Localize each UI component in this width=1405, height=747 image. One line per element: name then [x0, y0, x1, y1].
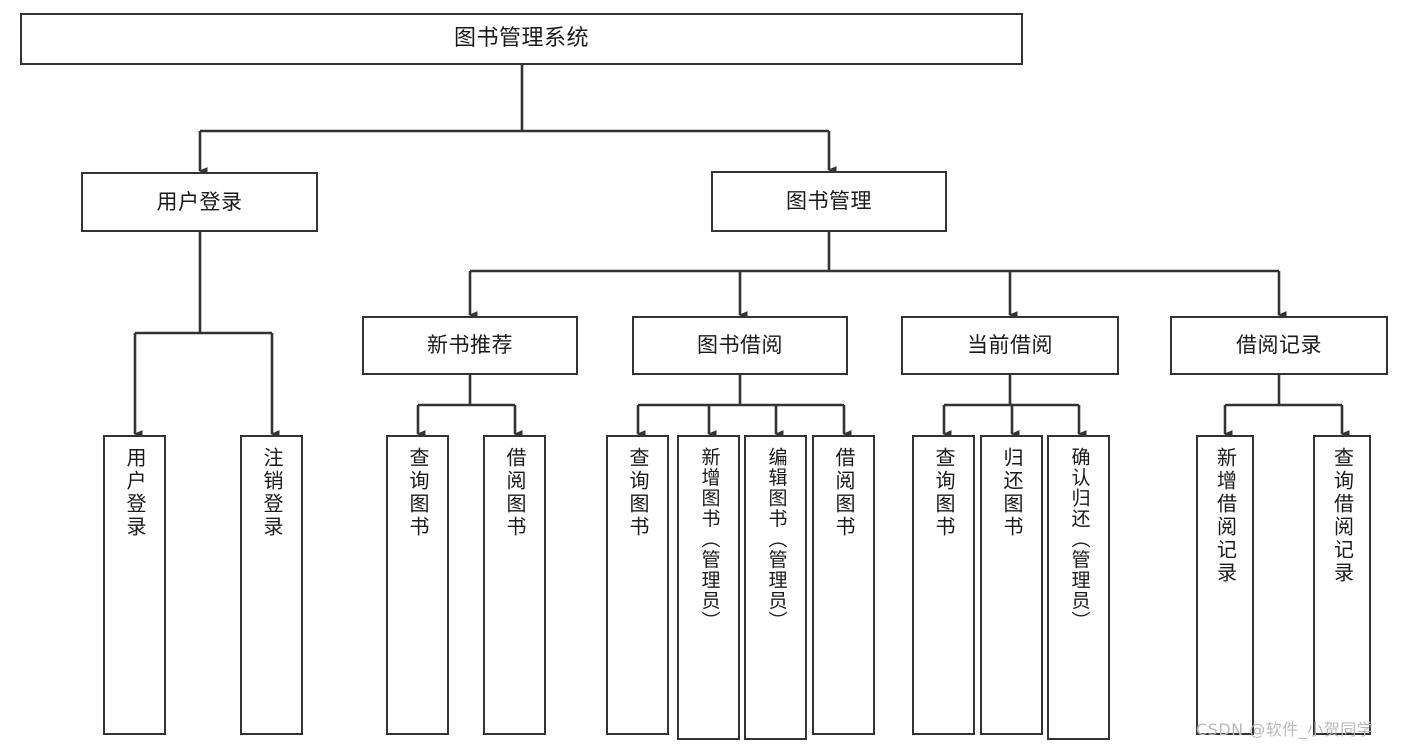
node-leaf5[interactable]: 查询图书	[606, 435, 669, 735]
node-label: 新增图书（管理员）	[698, 447, 721, 632]
node-label: 归还图书	[1000, 447, 1024, 539]
node-label: 查询图书	[932, 447, 956, 539]
node-borrow[interactable]: 图书借阅	[632, 316, 848, 375]
node-leaf11[interactable]: 确认归还（管理员）	[1047, 435, 1110, 740]
node-current[interactable]: 当前借阅	[901, 316, 1119, 375]
node-leaf7[interactable]: 编辑图书（管理员）	[744, 435, 807, 740]
edge-paths	[133, 65, 1350, 438]
node-label: 借阅记录	[1236, 333, 1322, 358]
watermark-label: CSDN @软件_小贺同学	[1196, 720, 1374, 739]
node-label: 用户登录	[156, 189, 243, 214]
node-label: 图书管理	[786, 189, 872, 214]
node-label: 注销登录	[260, 447, 284, 539]
node-leaf4[interactable]: 借阅图书	[483, 435, 546, 735]
node-leaf3[interactable]: 查询图书	[386, 435, 449, 735]
node-label: 图书借阅	[697, 333, 783, 358]
node-leaf2[interactable]: 注销登录	[240, 435, 303, 735]
node-leaf8[interactable]: 借阅图书	[812, 435, 875, 735]
node-label: 编辑图书（管理员）	[765, 447, 788, 632]
node-label: 图书管理系统	[453, 26, 589, 52]
node-label: 借阅图书	[832, 447, 856, 539]
node-root[interactable]: 图书管理系统	[20, 13, 1023, 65]
node-label: 新书推荐	[427, 333, 513, 358]
node-label: 当前借阅	[967, 333, 1053, 358]
node-bookmgmt[interactable]: 图书管理	[711, 171, 947, 232]
node-label: 查询图书	[406, 447, 430, 539]
node-login[interactable]: 用户登录	[81, 172, 318, 232]
node-leaf1[interactable]: 用户登录	[103, 435, 166, 735]
node-leaf10[interactable]: 归还图书	[980, 435, 1043, 735]
node-newbook[interactable]: 新书推荐	[362, 316, 578, 375]
node-label: 查询借阅记录	[1330, 447, 1355, 585]
node-label: 确认归还（管理员）	[1068, 447, 1091, 632]
node-label: 用户登录	[123, 447, 147, 539]
node-label: 借阅图书	[503, 447, 527, 539]
node-label: 新增借阅记录	[1213, 447, 1238, 585]
node-leaf9[interactable]: 查询图书	[912, 435, 975, 735]
node-leaf6[interactable]: 新增图书（管理员）	[677, 435, 740, 740]
node-records[interactable]: 借阅记录	[1170, 316, 1388, 375]
node-leaf12[interactable]: 新增借阅记录	[1196, 435, 1254, 735]
node-label: 查询图书	[626, 447, 650, 539]
node-leaf13[interactable]: 查询借阅记录	[1313, 435, 1371, 735]
